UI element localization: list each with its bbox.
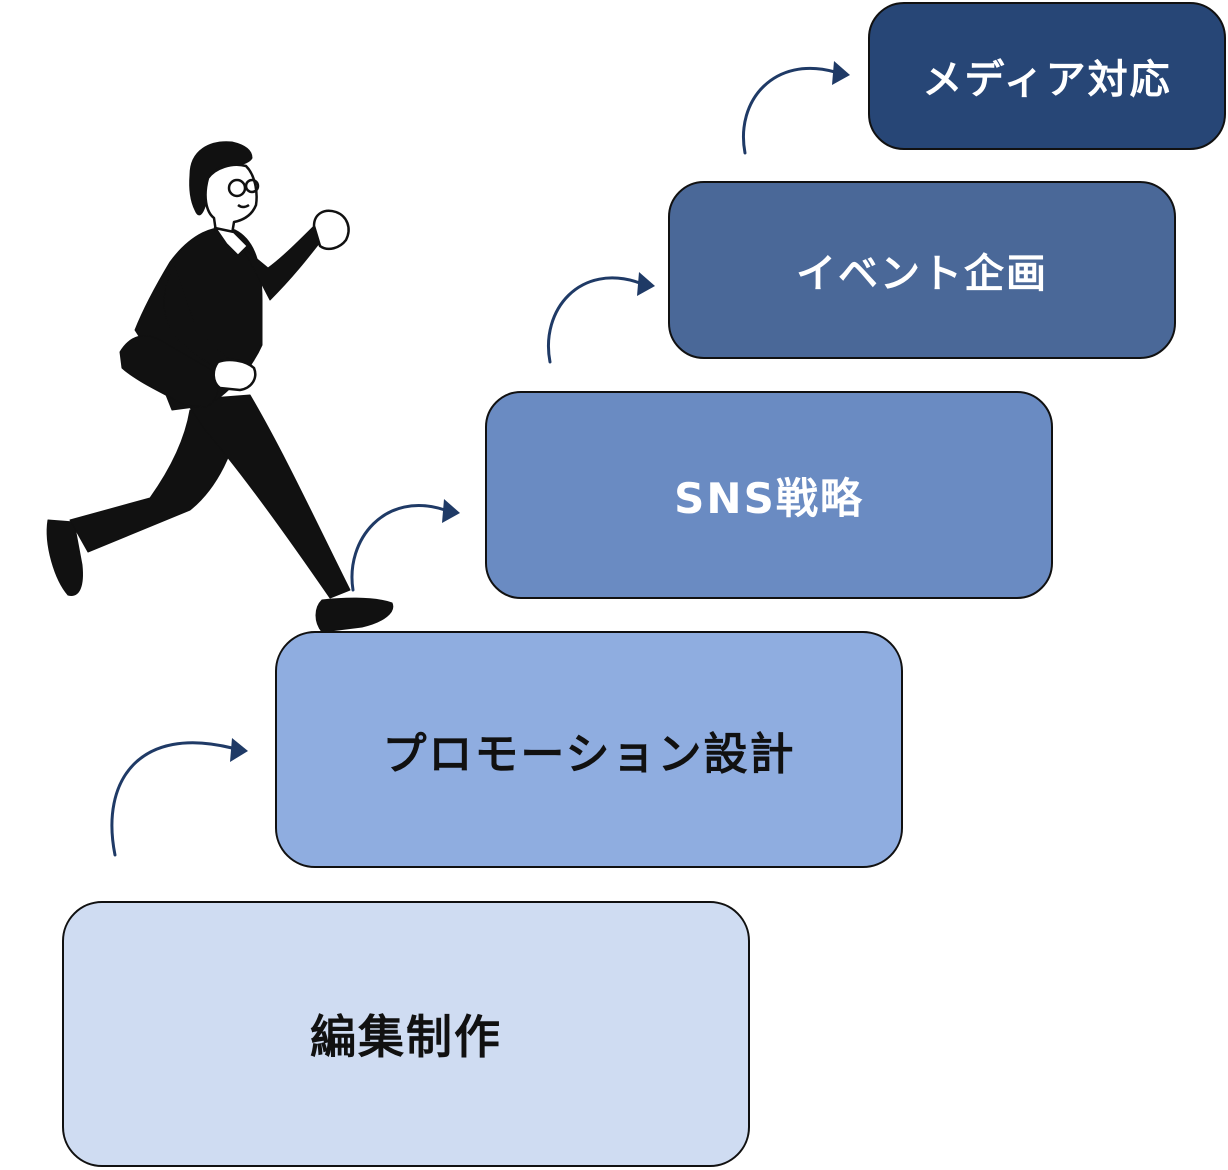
arrow-head-icon [637,272,655,296]
step-label: プロモーション設計 [382,728,796,780]
step-editing-production: 編集制作 [62,901,750,1167]
step-promotion-design: プロモーション設計 [275,631,903,868]
step-label: メディア対応 [922,57,1172,103]
step-sns-strategy: SNS戦略 [485,391,1053,599]
step-label: SNS戦略 [674,473,864,523]
step-media-relations: メディア対応 [868,2,1226,150]
step-event-planning: イベント企画 [668,181,1176,359]
arrow-head-icon [442,499,460,523]
curved-arrow-icon [350,504,447,592]
curved-arrow-icon [110,741,234,857]
arrow-head-icon [832,61,850,85]
arrow-head-icon [230,738,248,762]
step-label: 編集制作 [310,1010,502,1064]
curved-arrow-icon [742,66,837,155]
step-label: イベント企画 [796,251,1048,297]
curved-arrow-icon [547,276,642,364]
